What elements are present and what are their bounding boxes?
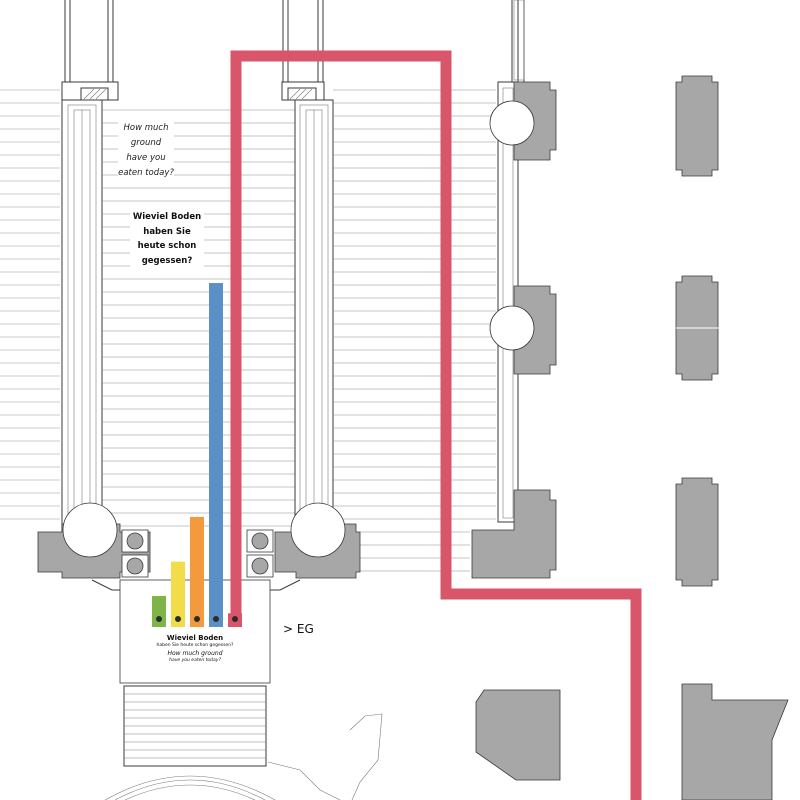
question-german: Wieviel Boden haben Sie heute schon gege… bbox=[130, 210, 204, 268]
left-wing bbox=[61, 81, 119, 541]
left-wing-lines bbox=[102, 109, 295, 527]
center-wing bbox=[281, 81, 334, 541]
cow-icon bbox=[232, 616, 238, 622]
question-english: How much ground have you eaten today? bbox=[118, 121, 174, 181]
bar-3 bbox=[190, 516, 204, 627]
bar-2 bbox=[171, 561, 185, 627]
lower-stairs bbox=[104, 685, 383, 800]
question-de-line-1: Wieviel Boden bbox=[132, 212, 202, 222]
question-de-line-2: haben Sie bbox=[143, 226, 191, 237]
question-en-line-4: eaten today? bbox=[118, 168, 174, 178]
route-path bbox=[230, 50, 642, 800]
sign-text: Wieviel Boden haben Sie heute schon gege… bbox=[120, 634, 270, 664]
leaf-icon bbox=[156, 616, 162, 622]
bar-4 bbox=[209, 283, 223, 627]
right-facade bbox=[497, 0, 525, 523]
sign-title-de: Wieviel Boden bbox=[166, 634, 224, 642]
floor-label: > EG bbox=[283, 622, 314, 636]
question-en-line-3: have you bbox=[126, 153, 166, 163]
question-de-line-3: heute schon bbox=[137, 241, 197, 251]
base-columns bbox=[37, 502, 361, 591]
top-walls bbox=[64, 0, 525, 82]
sign-title-en: How much ground bbox=[167, 650, 223, 657]
bread-icon bbox=[175, 616, 181, 622]
cheese-icon bbox=[194, 616, 200, 622]
right-wing-lines bbox=[333, 89, 496, 572]
right-buildings bbox=[475, 75, 800, 800]
sign-subtitle-de: haben Sie heute schon gegessen? bbox=[156, 643, 234, 648]
left-hatch bbox=[0, 89, 60, 520]
bottle-icon bbox=[213, 616, 219, 622]
question-en-line-1: How much bbox=[123, 123, 169, 133]
ground-bar-chart bbox=[152, 283, 242, 627]
sign-subtitle-en: have you eaten today? bbox=[169, 658, 221, 663]
question-de-line-4: gegessen? bbox=[141, 255, 193, 266]
question-en-line-2: ground bbox=[130, 138, 162, 148]
bar-1 bbox=[152, 596, 166, 627]
facade-columns bbox=[471, 81, 557, 579]
